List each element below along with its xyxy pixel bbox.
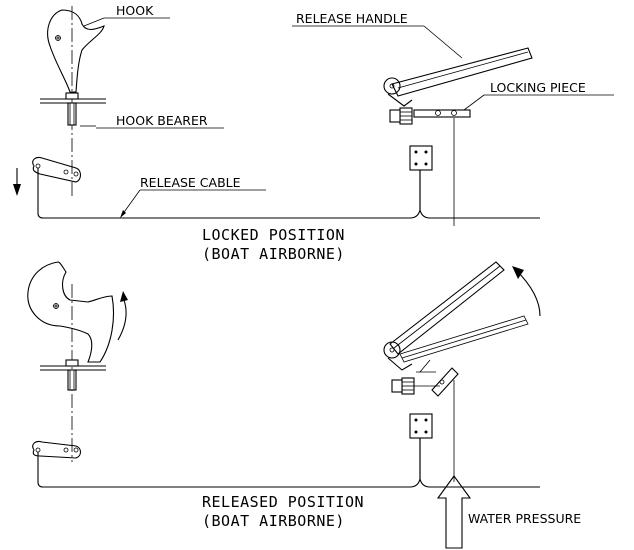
- mechanism-block-released: [409, 413, 433, 439]
- locking-piece-released: [391, 359, 459, 397]
- label-release-cable: RELEASE CABLE: [140, 175, 241, 190]
- pull-arrow-locked: [13, 168, 21, 196]
- caption-locked-line1: LOCKED POSITION: [202, 226, 345, 244]
- rotation-arrow-hook: [117, 291, 128, 341]
- released-position-drawing: WATER PRESSURE RELEASED POSITION (BOAT A…: [27, 261, 581, 549]
- hook-bearer-locked: [40, 92, 106, 126]
- locking-piece-locked: [389, 107, 471, 125]
- release-handle-locked: [383, 47, 533, 107]
- label-release-handle: RELEASE HANDLE: [296, 11, 408, 26]
- hook-bearer-released: [40, 359, 106, 391]
- release-handle-released: [383, 261, 529, 371]
- mechanism-block-locked: [409, 145, 433, 171]
- cable-lever-locked: [32, 156, 410, 219]
- cable-lever-released: [32, 440, 410, 488]
- label-hook-bearer: HOOK BEARER: [116, 113, 208, 128]
- caption-released-line2: (BOAT AIRBORNE): [202, 512, 345, 530]
- label-water-pressure: WATER PRESSURE: [468, 511, 581, 526]
- label-hook: HOOK: [116, 3, 154, 18]
- label-locking-piece: LOCKING PIECE: [490, 80, 586, 95]
- release-cable-leader: [120, 189, 266, 218]
- water-pressure-arrow-icon: [436, 475, 472, 549]
- hook-released: [27, 261, 115, 363]
- caption-released-line1: RELEASED POSITION: [202, 493, 364, 511]
- rotation-arrow-handle: [512, 266, 541, 317]
- hook-locked: [47, 9, 105, 93]
- caption-locked-line2: (BOAT AIRBORNE): [202, 245, 345, 263]
- locked-position-drawing: HOOK RELEASE HANDLE LOCKING PIECE HOOK B…: [13, 3, 614, 263]
